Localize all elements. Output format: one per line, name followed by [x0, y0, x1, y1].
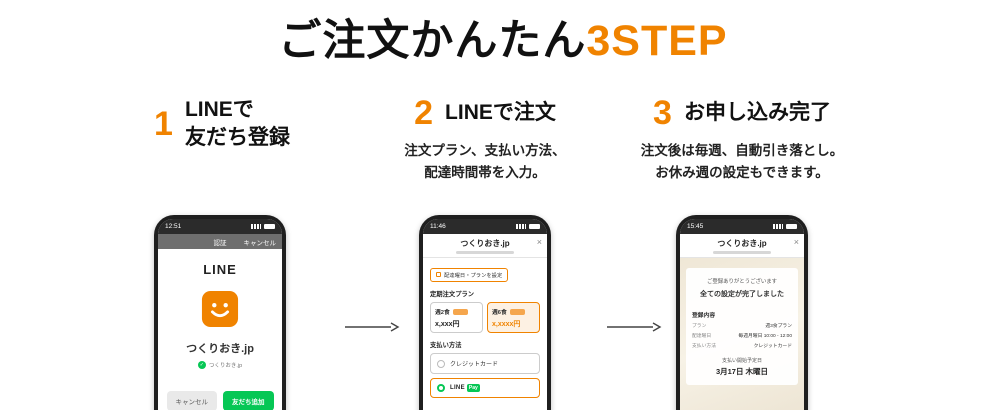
- detail-row: 配達曜日 毎週月曜日 10:00 - 12:00: [692, 332, 792, 339]
- step-2-header: 2 LINEで注文 注文プラン、支払い方法、 配達時間帯を入力。: [355, 96, 615, 183]
- step-2-heading: LINEで注文: [445, 100, 556, 124]
- payment-start-value: 3月17日 木曜日: [715, 367, 769, 376]
- status-time: 15:45: [687, 223, 704, 230]
- detail-row: プラン 週3食プラン: [692, 322, 792, 329]
- radio-icon[interactable]: [437, 359, 445, 368]
- registration-details-label: 登録内容: [692, 313, 716, 319]
- completion-card: ご登録ありがとうございます 全ての設定が完了しました 登録内容 プラン 週3食プ…: [686, 268, 798, 385]
- signal-icon: [516, 224, 526, 229]
- step-3-heading: お申し込み完了: [683, 100, 831, 124]
- webview-header: つくりおき.jp ×: [680, 234, 804, 258]
- step-2-description: 注文プラン、支払い方法、 配達時間帯を入力。: [404, 143, 566, 180]
- close-icon[interactable]: ×: [793, 237, 799, 247]
- plan-badge: [509, 308, 525, 315]
- detail-label: 支払い方法: [692, 344, 716, 349]
- detail-value: 毎週月曜日 10:00 - 12:00: [738, 334, 792, 339]
- detail-label: 配達曜日: [692, 334, 712, 339]
- step-1-header: 1 LINEで 友だち登録: [92, 96, 352, 153]
- auth-navbar: 認証 キャンセル: [158, 234, 282, 249]
- title-orange: 3STEP: [586, 17, 728, 65]
- thanks-text: ご登録ありがとうございます: [706, 279, 778, 285]
- step-1-number: 1: [154, 105, 173, 144]
- plan-option-1[interactable]: 週2食 x,xxx円: [430, 302, 483, 333]
- detail-value: クレジットカード: [753, 344, 792, 349]
- close-icon[interactable]: ×: [536, 237, 542, 247]
- settings-tag: 配達曜日・プランを設定: [430, 267, 509, 282]
- signal-icon: [773, 224, 783, 229]
- status-time: 11:46: [430, 223, 446, 230]
- detail-label: プラン: [692, 324, 707, 329]
- check-icon: ✓: [197, 361, 206, 369]
- detail-row: 支払い方法 クレジットカード: [692, 342, 792, 349]
- battery-icon: [529, 224, 540, 229]
- plan-price: x,xxx円: [435, 321, 460, 328]
- radio-selected-icon[interactable]: [437, 384, 445, 392]
- order-form: 配達曜日・プランを設定 定期注文プラン 週2食 x,xxx円 週6食 x,xxx…: [423, 258, 547, 404]
- status-bar: 11:46: [423, 219, 547, 234]
- checkbox-icon: [436, 272, 441, 277]
- arrow-right-icon: [344, 320, 400, 338]
- status-time: 12:51: [165, 223, 182, 230]
- step-3-header: 3 お申し込み完了 注文後は毎週、自動引き落とし。 お休み週の設定もできます。: [612, 96, 872, 183]
- cancel-button[interactable]: キャンセル: [166, 391, 217, 410]
- phone-mockup-step3: 15:45 つくりおき.jp × ご登録ありがとうございます 全ての設定が完了し…: [676, 215, 808, 410]
- header-title: つくりおき.jp: [717, 239, 767, 248]
- plan-badge: [452, 308, 468, 315]
- plan-name: 週6食: [492, 310, 507, 316]
- battery-icon: [786, 224, 797, 229]
- completion-photo-background: ご登録ありがとうございます 全ての設定が完了しました 登録内容 プラン 週3食プ…: [680, 258, 804, 410]
- arrow-right-icon: [606, 320, 662, 338]
- phone-mockup-step2: 11:46 つくりおき.jp × 配達曜日・プランを設定 定期注文プラン 週2食…: [419, 215, 551, 410]
- verified-name: つくりおき.jp: [208, 363, 243, 369]
- status-bar: 15:45: [680, 219, 804, 234]
- battery-icon: [264, 224, 275, 229]
- line-logo: LINE: [203, 262, 237, 277]
- url-line: [456, 251, 514, 254]
- verified-badge: ✓ つくりおき.jp: [158, 361, 282, 369]
- header-title: つくりおき.jp: [460, 239, 510, 248]
- webview-header: つくりおき.jp ×: [423, 234, 547, 258]
- detail-value: 週3食プラン: [765, 324, 792, 329]
- step-1-heading: LINEで 友だち登録: [184, 98, 290, 150]
- plan-name: 週2食: [435, 310, 450, 316]
- nav-title: 認証: [213, 239, 227, 247]
- page-title: ご注文かんたん3STEP: [0, 6, 1006, 68]
- service-logo-icon: [158, 290, 282, 333]
- plan-price: x,xxxx円: [492, 321, 521, 328]
- payment-name: クレジットカード: [450, 362, 499, 368]
- payment-section-label: 支払い方法: [430, 342, 462, 349]
- payment-option-credit[interactable]: クレジットカード: [430, 353, 540, 374]
- plan-section-label: 定期注文プラン: [430, 291, 475, 298]
- step-2-number: 2: [414, 94, 434, 132]
- plan-option-2-selected[interactable]: 週6食 x,xxxx円: [487, 302, 540, 333]
- signal-icon: [251, 224, 261, 229]
- payment-start-label: 支払い開始予定日: [721, 358, 762, 364]
- title-black: ご注文かんたん: [278, 17, 587, 65]
- status-bar: 12:51: [158, 219, 282, 234]
- service-name: つくりおき.jp: [186, 343, 254, 355]
- step-3-description: 注文後は毎週、自動引き落とし。 お休み週の設定もできます。: [640, 143, 844, 180]
- complete-text: 全ての設定が完了しました: [700, 291, 784, 298]
- step-3-number: 3: [653, 94, 672, 132]
- line-auth-body: LINE つくりおき.jp ✓ つくりおき.jp キャンセル 友だち追加: [158, 249, 282, 410]
- url-line: [713, 251, 771, 254]
- phone-mockup-step1: 12:51 認証 キャンセル LINE つくりおき.jp ✓ つくりおき.jp …: [154, 215, 286, 410]
- nav-cancel-link[interactable]: キャンセル: [243, 240, 277, 247]
- add-friend-button[interactable]: 友だち追加: [223, 391, 274, 410]
